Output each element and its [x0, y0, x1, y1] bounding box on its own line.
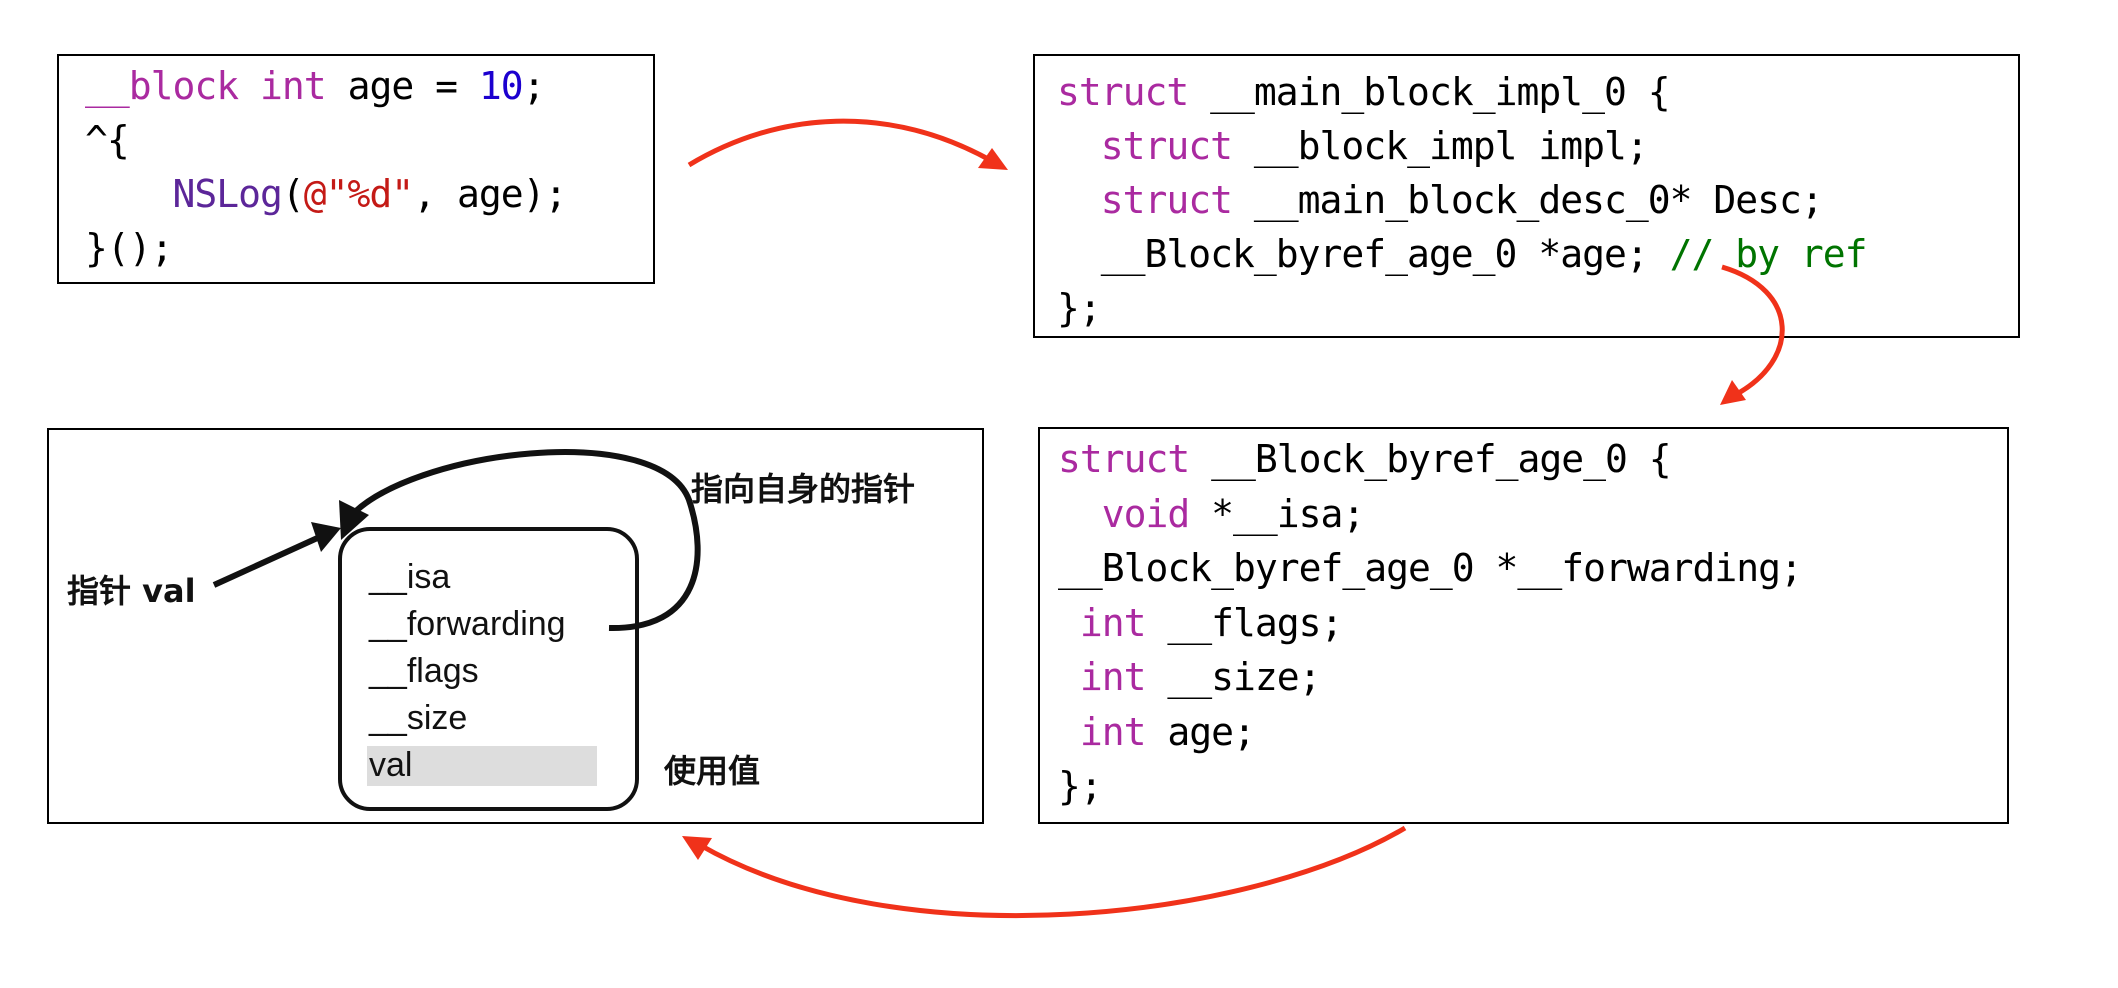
- code-line: struct __main_block_impl_0 {: [1057, 70, 1671, 114]
- field-forwarding: __forwarding: [369, 605, 566, 643]
- code-token-num: 10: [478, 64, 524, 108]
- self-arrow-head: [339, 500, 369, 540]
- arrow-head-2: [1720, 380, 1746, 405]
- code-line: }();: [85, 226, 174, 270]
- code-token-cm: // by ref: [1669, 232, 1868, 276]
- code-token: };: [1057, 286, 1102, 330]
- code-line: };: [1058, 764, 1103, 808]
- code-line: __Block_byref_age_0 *age; // by ref: [1057, 232, 1868, 276]
- code-line: void *__isa;: [1058, 491, 1366, 536]
- memory-diagram-graphics: [212, 449, 701, 811]
- byref-struct-outline: [338, 527, 639, 811]
- pointer-arrow-head: [311, 522, 341, 552]
- code-token: __block_impl impl;: [1232, 124, 1649, 168]
- block-impl-struct-box: struct __main_block_impl_0 { struct __bl…: [1033, 54, 2020, 338]
- value-label: 使用值: [664, 752, 761, 790]
- code-line: };: [1057, 286, 1102, 330]
- byref-struct-box: struct __Block_byref_age_0 { void *__isa…: [1038, 427, 2009, 824]
- code-token: *__isa;: [1189, 491, 1365, 536]
- code-token-kw: __block: [85, 64, 239, 108]
- code-token: __Block_byref_age_0 *__forwarding;: [1058, 546, 1803, 590]
- code-line: struct __Block_byref_age_0 {: [1058, 437, 1672, 481]
- code-line: NSLog(@"%d", age);: [85, 172, 568, 216]
- code-token: __Block_byref_age_0 {: [1189, 437, 1671, 481]
- code-line: __block int age = 10;: [85, 64, 545, 108]
- code-token-kw: struct: [1057, 70, 1189, 114]
- code-token: (: [281, 172, 305, 216]
- field-val: val: [369, 746, 413, 784]
- code-token-kw: void: [1101, 491, 1191, 536]
- code-token-kw: struct: [1100, 124, 1233, 168]
- forwarding-self-arrow: [346, 449, 701, 632]
- code-line: int __flags;: [1058, 600, 1344, 645]
- code-line: struct __main_block_desc_0* Desc;: [1057, 178, 1824, 222]
- code-token-str: @"%d": [303, 172, 414, 216]
- code-line: struct __block_impl impl;: [1057, 124, 1649, 168]
- field-flags: __flags: [369, 652, 479, 690]
- memory-diagram-box: 指针 val 指向自身的指针 使用值 __isa __forwarding __…: [47, 428, 984, 824]
- source-code-box: __block int age = 10; ^{ NSLog(@"%d", age…: [57, 54, 655, 284]
- field-isa: __isa: [369, 558, 451, 596]
- code-token: __size;: [1145, 655, 1321, 699]
- code-token-kw: struct: [1058, 437, 1190, 481]
- code-token-kw: int: [260, 64, 327, 108]
- code-token: }();: [85, 226, 174, 270]
- code-token-kw: int: [1079, 655, 1147, 699]
- val-highlight: [367, 746, 597, 786]
- code-token: , age);: [413, 172, 567, 216]
- code-token: ^{: [85, 118, 130, 162]
- field-size: __size: [369, 699, 468, 737]
- code-token-fn: NSLog: [172, 172, 283, 216]
- self-pointer-label: 指向自身的指针: [691, 470, 916, 508]
- arrow-byref-to-diagram: [698, 825, 1407, 919]
- code-line: __Block_byref_age_0 *__forwarding;: [1058, 546, 1803, 590]
- code-line: ^{: [85, 118, 130, 162]
- code-token: age;: [1145, 709, 1256, 754]
- arrow-head-3: [682, 836, 712, 860]
- code-token: __flags;: [1145, 600, 1343, 645]
- code-token: __main_block_desc_0* Desc;: [1232, 178, 1824, 222]
- arrow-impl-to-byref: [1721, 264, 1785, 398]
- arrow-head-1: [978, 148, 1008, 170]
- pointer-val-arrow: [212, 532, 326, 588]
- code-token: ;: [522, 64, 546, 108]
- pointer-val-label: 指针 val: [67, 572, 196, 610]
- code-token: age =: [325, 64, 479, 108]
- arrow-source-to-impl: [687, 118, 992, 168]
- code-token: __Block_byref_age_0 *age;: [1057, 232, 1670, 276]
- code-line: int __size;: [1058, 655, 1322, 699]
- code-line: int age;: [1058, 709, 1256, 754]
- code-token: };: [1058, 764, 1103, 808]
- code-token-kw: struct: [1100, 178, 1233, 222]
- code-token-kw: int: [1079, 709, 1147, 754]
- code-token-kw: int: [1079, 600, 1147, 645]
- code-token: __main_block_impl_0 {: [1188, 70, 1670, 114]
